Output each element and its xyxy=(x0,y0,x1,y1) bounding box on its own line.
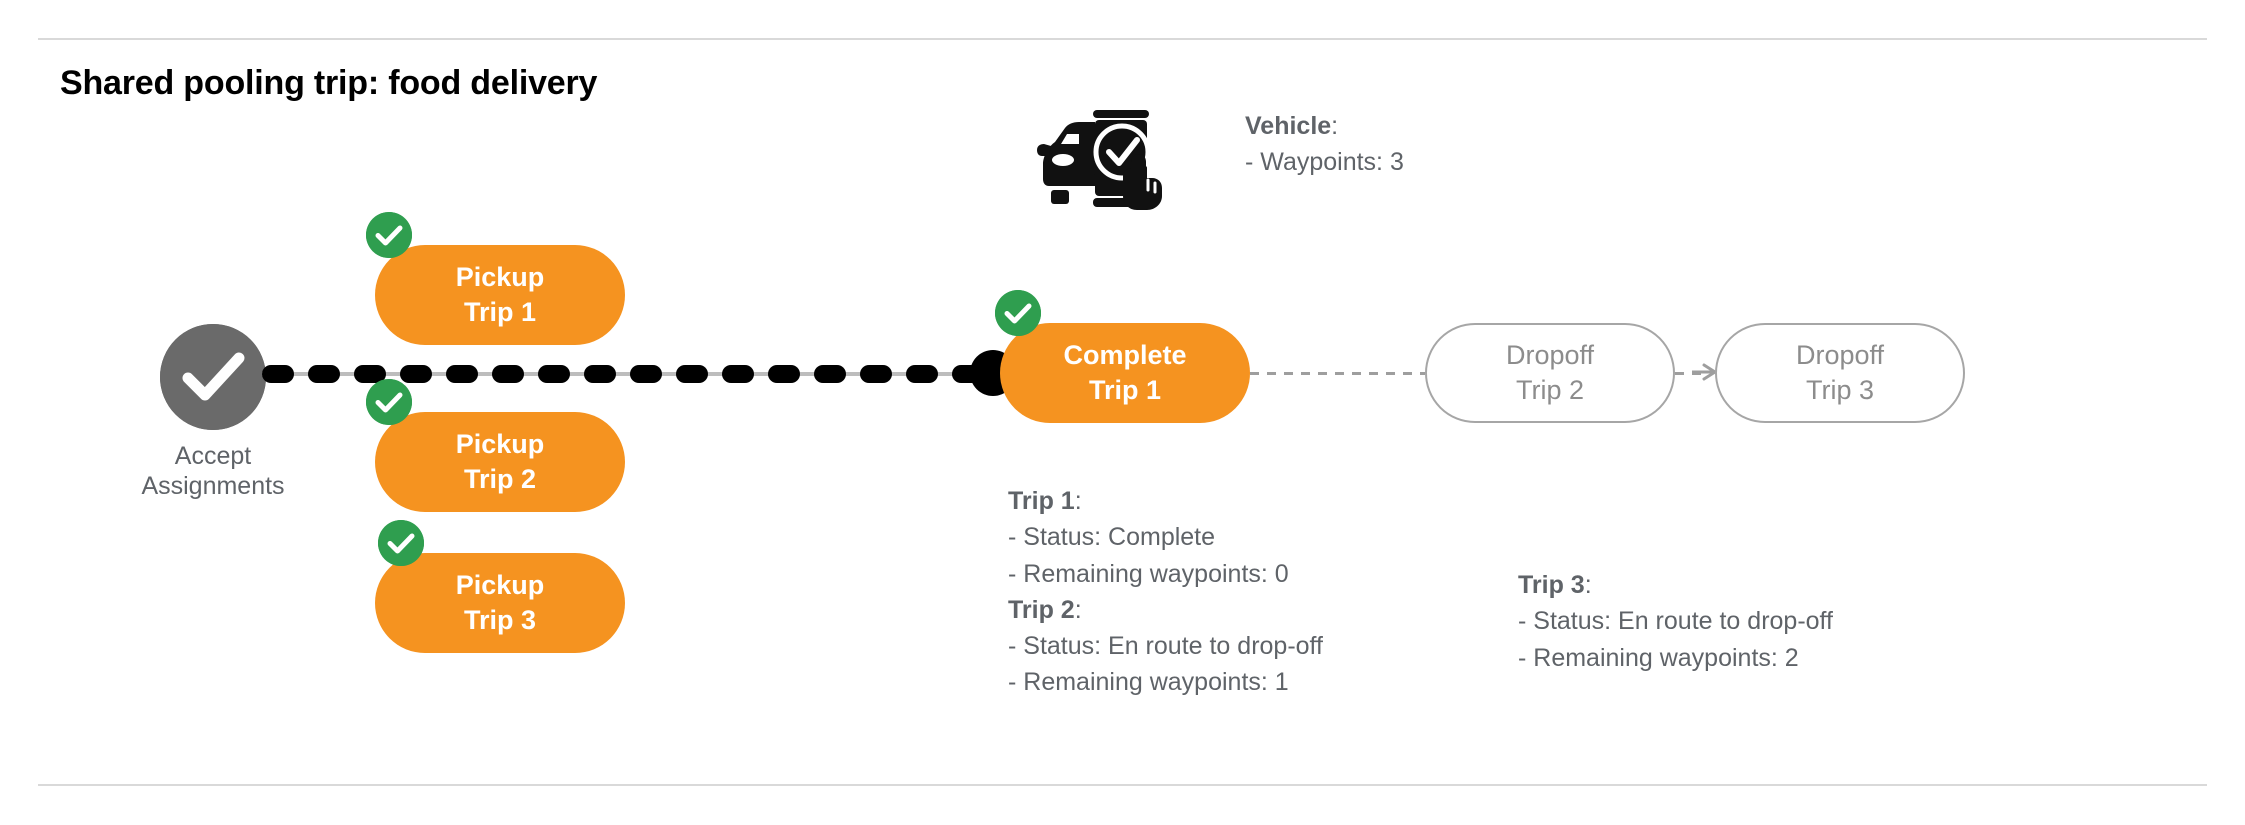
connector-dash xyxy=(354,365,386,383)
vehicle-info-block: Vehicle: - Waypoints: 3 xyxy=(1245,108,1404,181)
connector-dash xyxy=(630,365,662,383)
connector-dash xyxy=(538,365,570,383)
trip-1-heading: Trip 1: xyxy=(1008,483,1323,519)
connector-dash xyxy=(446,365,478,383)
trip-1-2-info-block: Trip 1: - Status: Complete - Remaining w… xyxy=(1008,483,1323,701)
dropoff-trip-3-node[interactable]: Dropoff Trip 3 xyxy=(1715,323,1965,423)
car-phone-check-icon xyxy=(1035,90,1165,215)
trip-3-heading-text: Trip 3 xyxy=(1518,571,1585,599)
trip-3-heading-colon: : xyxy=(1584,571,1592,599)
trip-2-heading-colon: : xyxy=(1074,595,1082,624)
check-badge-icon xyxy=(378,520,424,566)
pickup-trip-3-node[interactable]: Pickup Trip 3 xyxy=(375,553,625,653)
connector-dash xyxy=(814,365,846,383)
trip-2-heading: Trip 2: xyxy=(1008,592,1323,628)
trip-2-status-line: - Status: En route to drop-off xyxy=(1008,632,1323,660)
pickup-trip-2-node[interactable]: Pickup Trip 2 xyxy=(375,412,625,512)
connector-dash xyxy=(676,365,708,383)
vehicle-heading-colon: : xyxy=(1331,112,1339,140)
check-badge-icon xyxy=(995,290,1041,336)
dropoff-trip-2-node[interactable]: Dropoff Trip 2 xyxy=(1425,323,1675,423)
connector-dash xyxy=(722,365,754,383)
connector-dash xyxy=(768,365,800,383)
trip-1-status-line: - Status: Complete xyxy=(1008,523,1216,552)
complete-trip-1-node[interactable]: Complete Trip 1 xyxy=(1000,323,1250,423)
pickup-trip-1-node[interactable]: Pickup Trip 1 xyxy=(375,245,625,345)
connector-dash xyxy=(906,365,938,383)
accept-assignments-label: Accept Assignments xyxy=(141,442,285,500)
trip-1-waypoints-line: - Remaining waypoints: 0 xyxy=(1008,559,1289,588)
connector-dash xyxy=(860,365,892,383)
vehicle-info-heading: Vehicle: xyxy=(1245,108,1404,144)
vehicle-waypoints-line: - Waypoints: 3 xyxy=(1245,148,1404,177)
trip-2-heading-text: Trip 2 xyxy=(1008,595,1075,624)
trip-3-status-line: - Status: En route to drop-off xyxy=(1518,607,1833,636)
connector-dash xyxy=(262,365,294,383)
connector-dash xyxy=(492,365,524,383)
assignments-to-complete-connector xyxy=(262,365,992,383)
connector-dash xyxy=(584,365,616,383)
check-badge-icon xyxy=(366,379,412,425)
connector-dash xyxy=(400,365,432,383)
accept-assignments-node[interactable]: Accept Assignments xyxy=(118,324,308,501)
complete-to-dropoff2-connector xyxy=(1250,372,1425,375)
dropoff2-to-dropoff3-connector xyxy=(1675,372,1705,375)
trip-3-info-block: Trip 3: - Status: En route to drop-off -… xyxy=(1518,567,1833,676)
page-title: Shared pooling trip: food delivery xyxy=(60,64,598,102)
trip-1-heading-text: Trip 1 xyxy=(1008,487,1075,515)
trip-3-waypoints-line: - Remaining waypoints: 2 xyxy=(1518,643,1799,672)
vehicle-heading-text: Vehicle xyxy=(1245,112,1332,140)
trip-2-waypoints-line: - Remaining waypoints: 1 xyxy=(1008,668,1289,697)
bottom-divider xyxy=(38,784,2207,786)
check-badge-icon xyxy=(366,212,412,258)
top-divider xyxy=(38,38,2207,40)
trip-3-heading: Trip 3: xyxy=(1518,567,1833,603)
connector-dash xyxy=(308,365,340,383)
trip-1-heading-colon: : xyxy=(1074,487,1082,515)
check-circle-icon xyxy=(160,324,266,430)
connector-rail xyxy=(262,372,992,376)
